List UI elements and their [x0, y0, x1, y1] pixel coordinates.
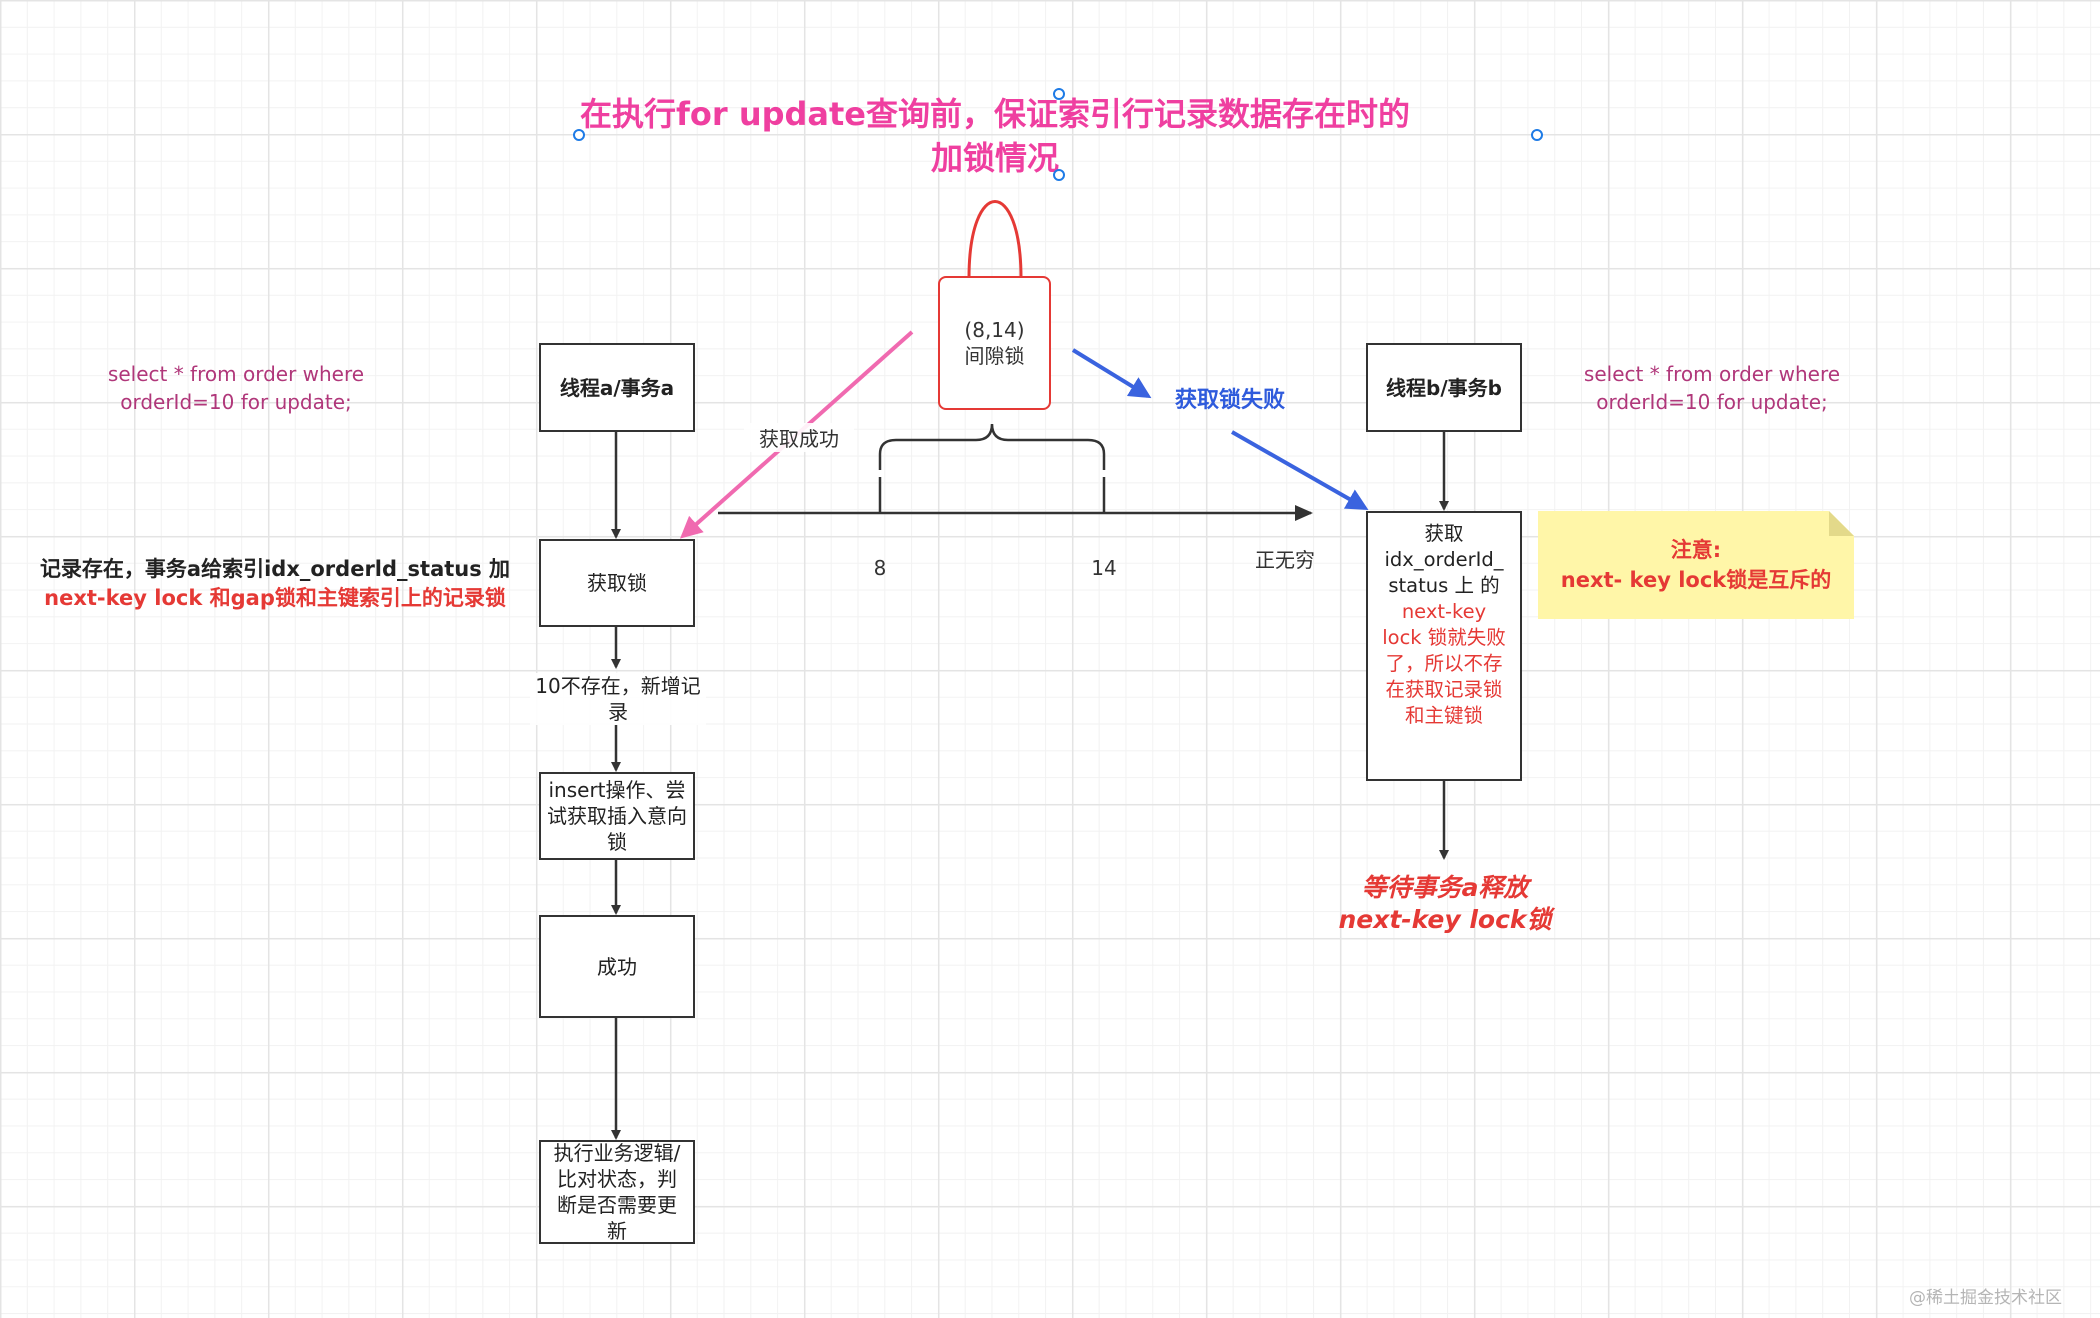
selection-handle-left[interactable] — [573, 129, 585, 141]
sticky-note[interactable]: 注意: next- key lock锁是互斥的 — [1538, 511, 1854, 619]
success-box[interactable]: 成功 — [539, 915, 695, 1018]
left-lock-note: 记录存在，事务a给索引idx_orderld_status 加 next-key… — [30, 555, 520, 613]
thread-a-box[interactable]: 线程a/事务a — [539, 343, 695, 432]
wait-release-line1: 等待事务a释放 — [1361, 873, 1529, 902]
not-exist-step: 10不存在，新增记录 — [530, 673, 706, 725]
tick-label-14: 14 — [1091, 556, 1117, 580]
tick-label-8: 8 — [873, 556, 887, 580]
wait-release-text: 等待事务a释放 next-key lock锁 — [1320, 872, 1570, 936]
acquire-lock-b-text-black: 获取 idx_orderId_ status 上 的 — [1384, 522, 1504, 597]
right-sql-line1: select * from order where — [1583, 362, 1841, 386]
thread-b-box[interactable]: 线程b/事务b — [1366, 343, 1522, 432]
tick-label-infinity: 正无穷 — [1255, 548, 1315, 572]
gap-lock-range: (8,14) — [964, 318, 1025, 342]
gap-brace — [878, 423, 1106, 470]
sticky-note-title: 注意: — [1670, 538, 1722, 562]
watermark: @稀土掘金技术社区 — [1909, 1288, 2062, 1308]
selection-handle-top[interactable] — [1053, 88, 1065, 100]
left-lock-note-red: next-key lock 和gap锁和主键索引上的记录锁 — [44, 586, 506, 610]
acquire-success-label: 获取成功 — [744, 423, 854, 452]
insert-intention-box[interactable]: insert操作、尝试获取插入意向锁 — [539, 772, 695, 860]
business-logic-box[interactable]: 执行业务逻辑/比对状态，判断是否需要更新 — [539, 1140, 695, 1244]
arrow-fail-part1 — [1071, 348, 1152, 399]
right-sql-statement: select * from order where orderId=10 for… — [1552, 360, 1872, 416]
acquire-lock-a-box[interactable]: 获取锁 — [539, 539, 695, 627]
diagram-title-line1: 在执行for update查询前，保证索引行记录数据存在时的 — [579, 95, 1411, 133]
acquire-lock-b-text-red: next-key lock 锁就失败了，所以不存在获取记录锁和主键锁 — [1382, 600, 1506, 727]
sticky-note-body: next- key lock锁是互斥的 — [1560, 568, 1832, 592]
left-lock-note-black: 记录存在，事务a给索引idx_orderld_status 加 — [39, 557, 511, 581]
padlock-shackle — [967, 200, 1023, 279]
right-sql-line2: orderId=10 for update; — [1596, 390, 1828, 414]
left-sql-line2: orderId=10 for update; — [120, 390, 352, 414]
acquire-lock-b-box[interactable]: 获取 idx_orderId_ status 上 的 next-key lock… — [1366, 511, 1522, 781]
acquire-fail-label: 获取锁失败 — [1174, 388, 1285, 413]
selection-handle-right[interactable] — [1531, 129, 1543, 141]
padlock-gap-lock[interactable]: (8,14) 间隙锁 — [938, 276, 1051, 410]
left-sql-statement: select * from order where orderId=10 for… — [76, 360, 396, 416]
wait-release-line2: next-key lock锁 — [1338, 905, 1552, 934]
diagram-title: 在执行for update查询前，保证索引行记录数据存在时的 加锁情况 — [560, 92, 1430, 180]
diagram-title-line2: 加锁情况 — [930, 139, 1059, 177]
selection-handle-bottom[interactable] — [1053, 169, 1065, 181]
left-sql-line1: select * from order where — [107, 362, 365, 386]
gap-lock-name: 间隙锁 — [964, 344, 1025, 368]
arrow-fail-part2 — [1231, 430, 1369, 510]
